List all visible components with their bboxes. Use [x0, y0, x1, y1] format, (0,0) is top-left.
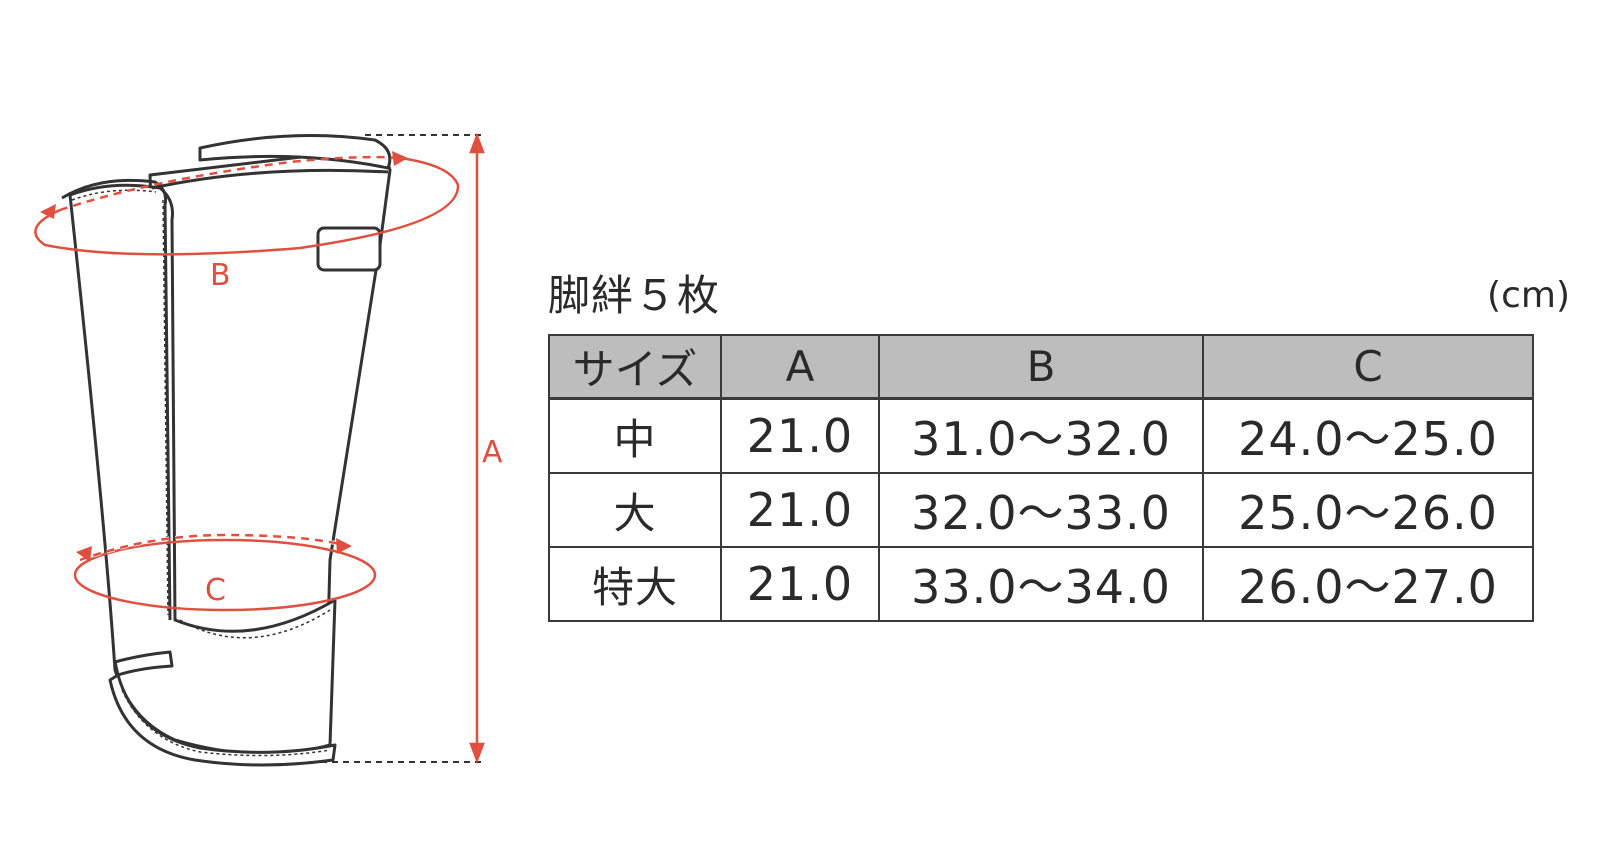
- measure-b-ellipse: [34, 151, 460, 256]
- table-header-row: サイズ A B C: [548, 334, 1534, 400]
- cell-b: 31.0〜32.0: [878, 397, 1204, 474]
- table-row: 中 21.0 31.0〜32.0 24.0〜25.0: [548, 397, 1534, 474]
- measure-a-guides: [310, 134, 485, 763]
- cell-size: 大: [548, 472, 722, 548]
- table-row: 特大 21.0 33.0〜34.0 26.0〜27.0: [548, 546, 1534, 622]
- header-a: A: [720, 334, 880, 400]
- cell-b: 33.0〜34.0: [878, 546, 1204, 622]
- cell-a: 21.0: [720, 546, 880, 622]
- cell-c: 24.0〜25.0: [1202, 397, 1534, 474]
- measure-a-arrow: [469, 132, 485, 764]
- label-b: B: [210, 258, 231, 293]
- header-size: サイズ: [548, 334, 722, 400]
- leg-guard-diagram: A B C: [34, 132, 503, 767]
- cell-size: 特大: [548, 546, 722, 622]
- unit-label: (cm): [1487, 275, 1570, 316]
- cell-c: 26.0〜27.0: [1202, 546, 1534, 622]
- cell-b: 32.0〜33.0: [878, 472, 1204, 548]
- table-row: 大 21.0 32.0〜33.0 25.0〜26.0: [548, 472, 1534, 548]
- cell-a: 21.0: [720, 472, 880, 548]
- label-a: A: [482, 435, 503, 470]
- header-c: C: [1202, 334, 1534, 400]
- table-title: 脚絆５枚: [548, 271, 721, 320]
- cell-c: 25.0〜26.0: [1202, 472, 1534, 548]
- cell-a: 21.0: [720, 397, 880, 474]
- cell-size: 中: [548, 397, 722, 474]
- label-c: C: [205, 573, 226, 608]
- leg-guard-outline: [61, 134, 392, 767]
- header-b: B: [878, 334, 1204, 400]
- size-table: サイズ A B C 中 21.0 31.0〜32.0 24.0〜25.0 大 2…: [548, 334, 1534, 622]
- measure-c-ellipse: [73, 532, 377, 612]
